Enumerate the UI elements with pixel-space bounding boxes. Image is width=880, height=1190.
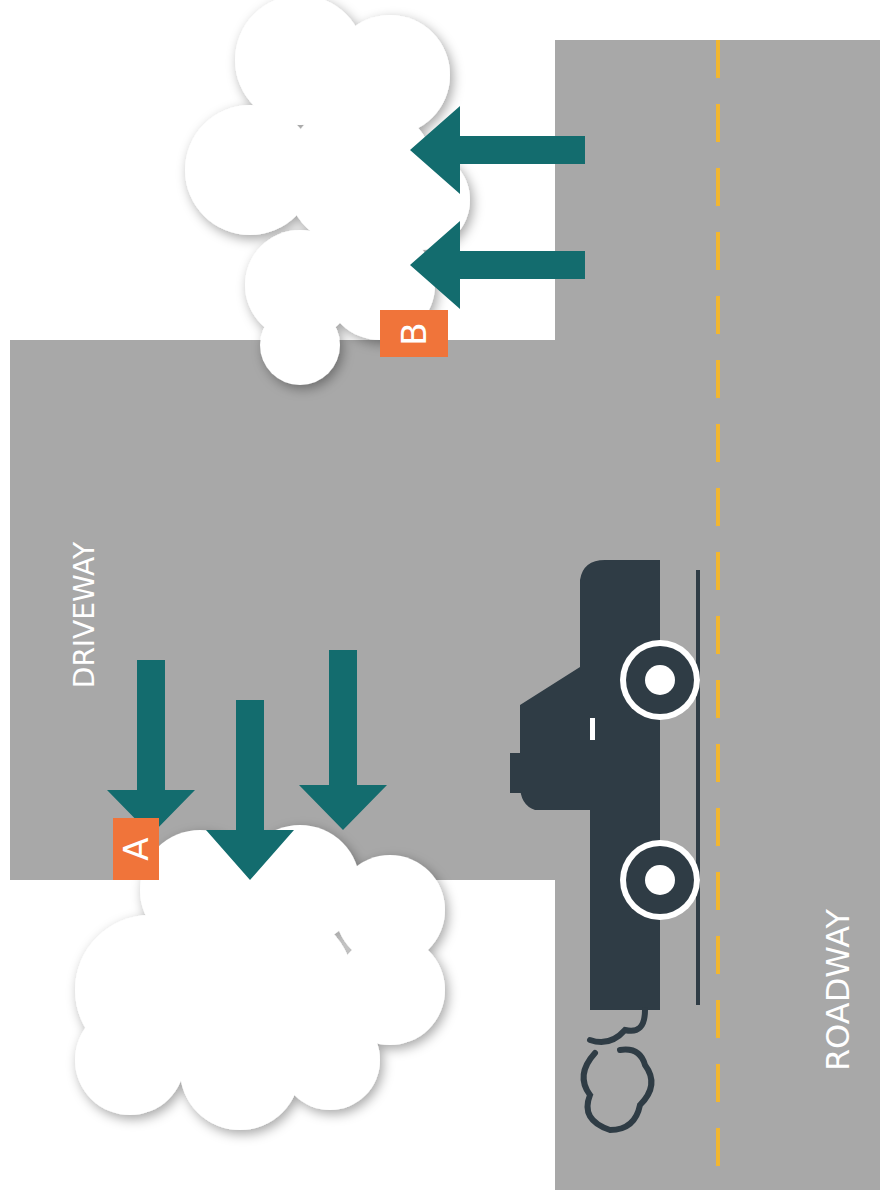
callout-letter: A [119,837,153,860]
area-label: ROADWAY [822,909,854,1071]
callout-letter: B [397,322,431,345]
center-line [716,40,720,1190]
callout-letter-box: A [113,818,159,880]
pickup-truck [510,560,700,1130]
callout-letter-box: B [380,310,448,357]
driveway-surface [10,340,560,880]
wind-arrow [410,106,585,309]
wind-arrow [107,650,387,880]
dust-cloud [185,0,470,385]
area-label: DRIVEWAY [71,542,99,688]
